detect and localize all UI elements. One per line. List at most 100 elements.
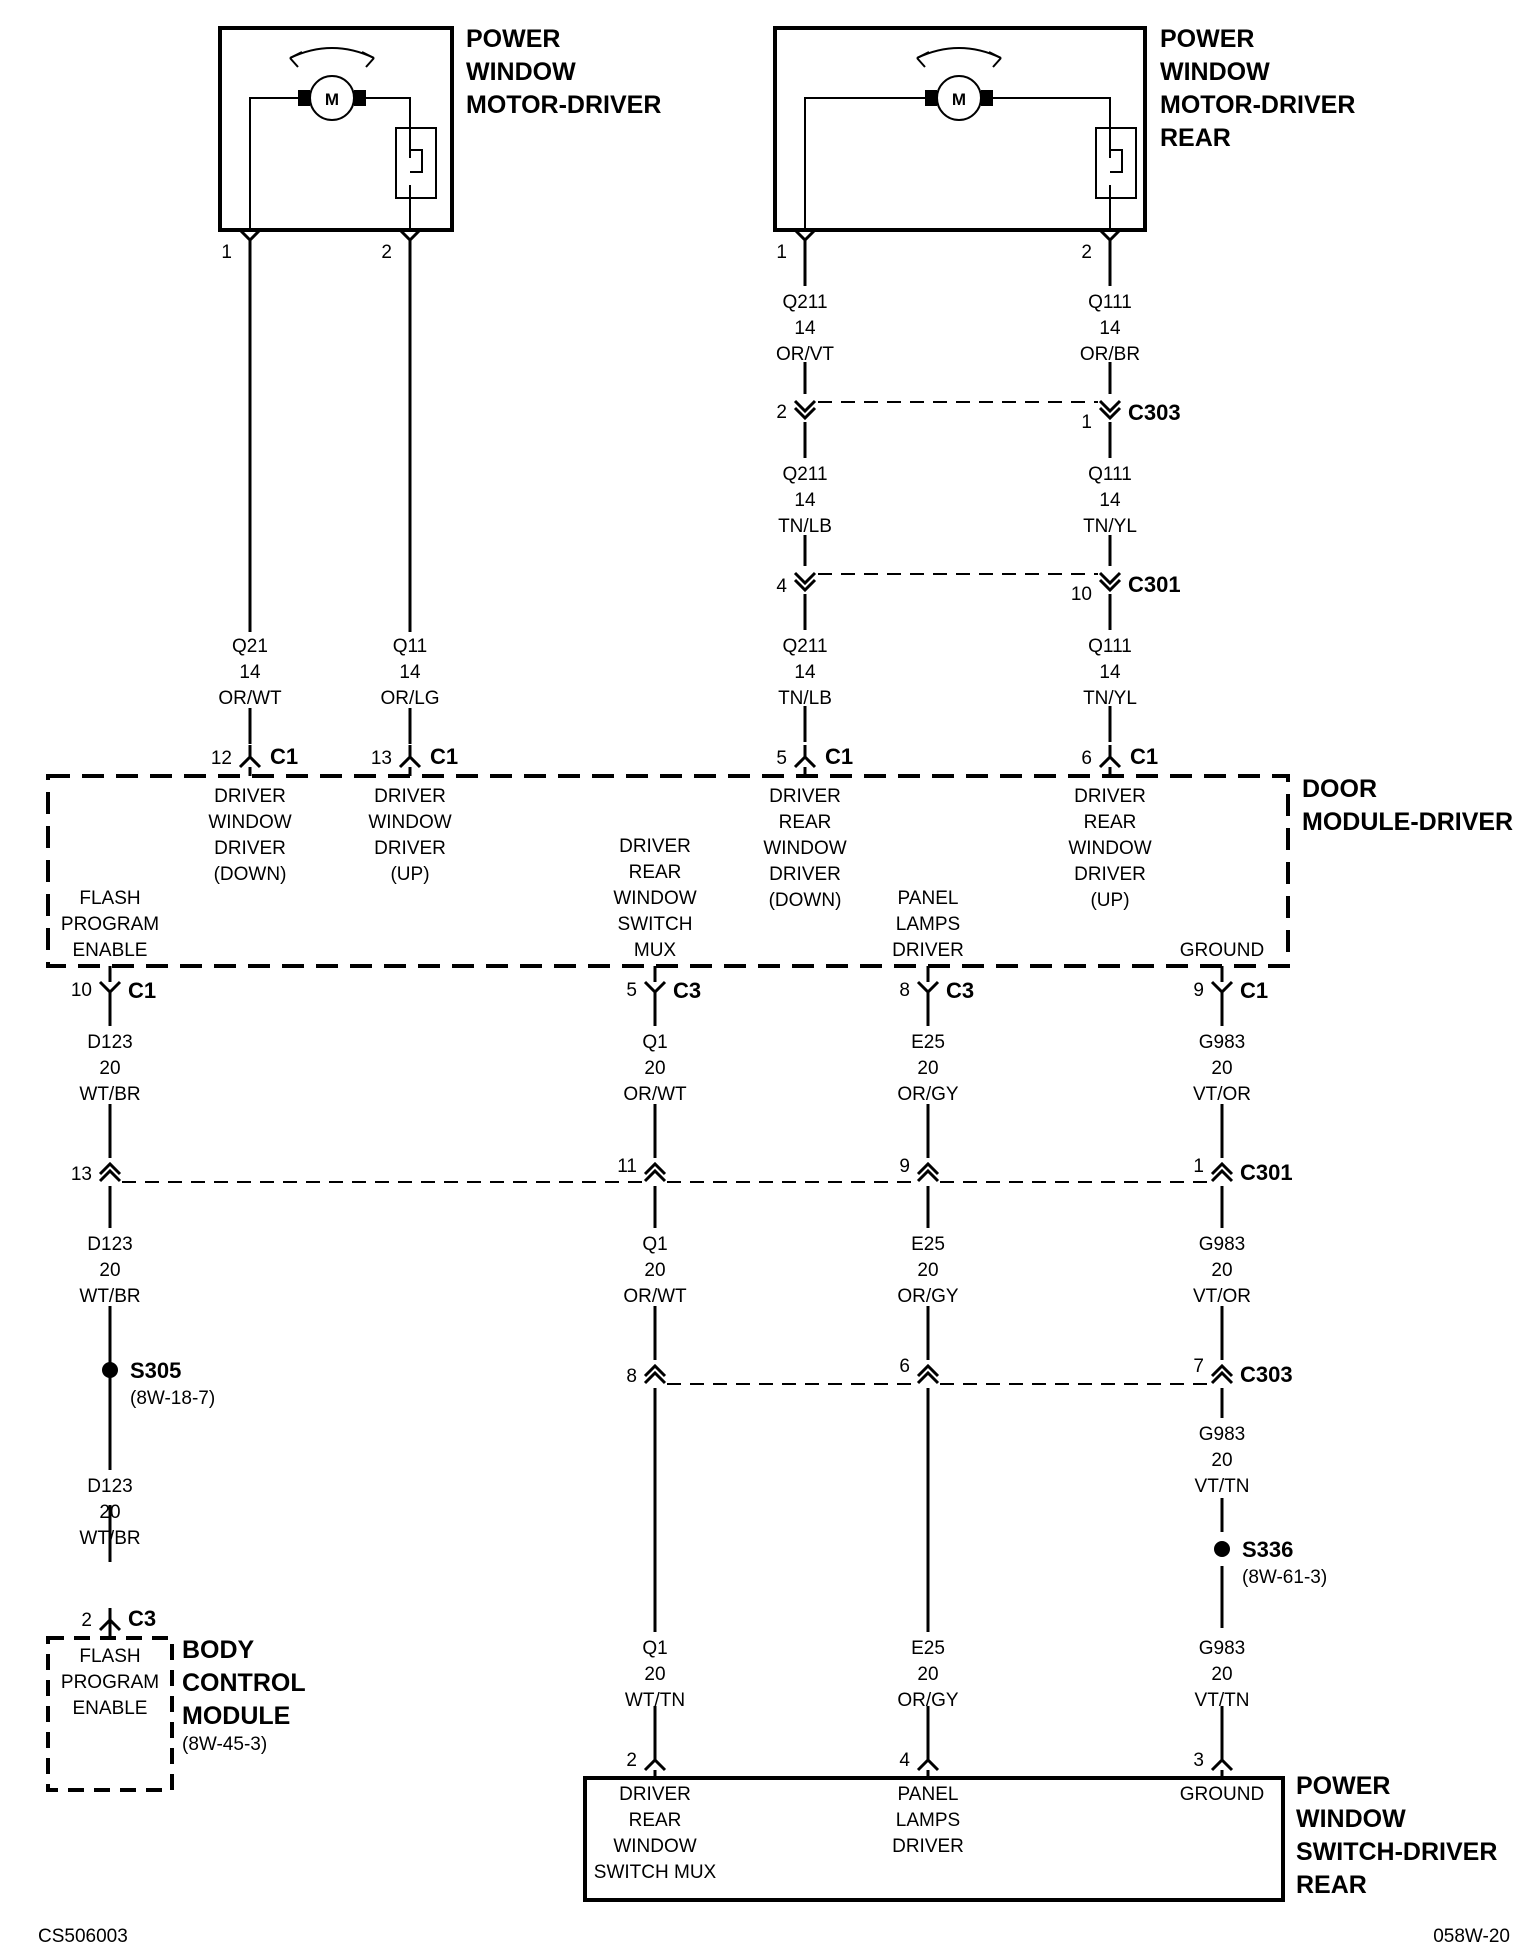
svg-text:GROUND: GROUND [1180, 1784, 1264, 1805]
svg-text:WT/BR: WT/BR [79, 1084, 140, 1105]
svg-text:12: 12 [211, 748, 232, 769]
component-title: SWITCH-DRIVER [1296, 1838, 1497, 1866]
motor-brush-left [925, 90, 937, 106]
svg-text:DRIVER: DRIVER [374, 786, 446, 807]
wire-label-g983-a: G983 20 VT/OR [1193, 1032, 1251, 1105]
svg-text:Q1: Q1 [642, 1638, 667, 1659]
svg-text:G983: G983 [1199, 1234, 1245, 1255]
svg-text:DRIVER: DRIVER [769, 864, 841, 885]
splice-s336: S336 (8W-61-3) [1214, 1537, 1327, 1588]
svg-text:OR/WT: OR/WT [623, 1084, 687, 1105]
splice-s305: S305 (8W-18-7) [102, 1358, 215, 1409]
svg-text:Q111: Q111 [1088, 464, 1132, 485]
svg-text:FLASH: FLASH [79, 888, 140, 909]
svg-text:WINDOW: WINDOW [368, 812, 451, 833]
svg-text:5: 5 [776, 748, 787, 769]
upper-wires [248, 252, 1112, 744]
circuit-breaker-icon [1095, 127, 1137, 199]
wire-label-q11: Q11 14 OR/LG [380, 636, 439, 709]
switch-connectors: 2 4 3 [626, 1746, 1234, 1778]
svg-text:C1: C1 [430, 744, 458, 769]
svg-text:WINDOW: WINDOW [613, 1836, 696, 1857]
wire-label-q111-c: Q111 14 TN/YL [1083, 636, 1137, 709]
motor-brush-right [354, 90, 366, 106]
svg-text:G983: G983 [1199, 1424, 1245, 1445]
svg-text:LAMPS: LAMPS [896, 1810, 960, 1831]
svg-text:2: 2 [776, 402, 787, 423]
svg-text:Q111: Q111 [1088, 292, 1132, 313]
svg-text:E25: E25 [911, 1032, 945, 1053]
component-title: CONTROL [182, 1669, 306, 1697]
door-module-bottom-connectors: 10 C1 5 C3 8 C3 9 C1 [71, 966, 1268, 1006]
svg-text:ENABLE: ENABLE [73, 940, 148, 961]
function-panel-lamps: PANEL LAMPS DRIVER [892, 888, 964, 961]
bcm-connector: 2 C3 [81, 1606, 156, 1632]
svg-text:D123: D123 [87, 1234, 132, 1255]
svg-text:C1: C1 [825, 744, 853, 769]
svg-text:PROGRAM: PROGRAM [61, 1672, 159, 1693]
svg-text:(8W-45-3): (8W-45-3) [182, 1734, 267, 1755]
svg-text:14: 14 [794, 490, 816, 511]
svg-text:7: 7 [1193, 1356, 1204, 1377]
figure-id-left: CS506003 [38, 1926, 128, 1947]
svg-text:OR/WT: OR/WT [218, 688, 282, 709]
svg-text:OR/BR: OR/BR [1080, 344, 1140, 365]
svg-text:6: 6 [1081, 748, 1092, 769]
svg-text:REAR: REAR [1084, 812, 1137, 833]
svg-text:DRIVER: DRIVER [374, 838, 446, 859]
wire-label-g983-d: G983 20 VT/TN [1195, 1638, 1250, 1711]
svg-text:3: 3 [1193, 1750, 1204, 1771]
svg-text:Q111: Q111 [1088, 636, 1132, 657]
svg-text:20: 20 [1211, 1260, 1232, 1281]
component-title: MODULE [182, 1702, 290, 1730]
svg-text:G983: G983 [1199, 1032, 1245, 1053]
svg-text:PROGRAM: PROGRAM [61, 914, 159, 935]
svg-text:14: 14 [239, 662, 261, 683]
pin-number: 2 [1081, 242, 1092, 263]
pin-number: 1 [221, 242, 232, 263]
svg-text:(UP): (UP) [1090, 890, 1129, 911]
svg-text:VT/OR: VT/OR [1193, 1084, 1251, 1105]
svg-text:WINDOW: WINDOW [763, 838, 846, 859]
splice-dot [1214, 1541, 1230, 1557]
component-title: BODY [182, 1636, 255, 1664]
svg-text:(DOWN): (DOWN) [769, 890, 842, 911]
svg-text:20: 20 [644, 1664, 665, 1685]
svg-text:13: 13 [371, 748, 392, 769]
svg-text:14: 14 [794, 318, 816, 339]
wire-label-q211-c: Q211 14 TN/LB [778, 636, 832, 709]
svg-text:14: 14 [1099, 318, 1121, 339]
component-title: REAR [1160, 124, 1231, 152]
pin-number: 1 [776, 242, 787, 263]
svg-text:WINDOW: WINDOW [613, 888, 696, 909]
component-title: POWER [466, 25, 560, 53]
component-title: POWER [1160, 25, 1254, 53]
svg-text:OR/VT: OR/VT [776, 344, 834, 365]
svg-text:8: 8 [626, 1366, 637, 1387]
svg-text:(8W-18-7): (8W-18-7) [130, 1388, 215, 1409]
svg-text:WT/BR: WT/BR [79, 1528, 140, 1549]
door-module-top-connectors: 12 C1 13 C1 5 C1 6 C1 [211, 743, 1158, 776]
svg-text:C303: C303 [1128, 400, 1181, 425]
svg-text:20: 20 [99, 1502, 120, 1523]
function-switch-mux: DRIVER REAR WINDOW SWITCH MUX [613, 836, 696, 961]
svg-text:DRIVER: DRIVER [1074, 864, 1146, 885]
svg-text:C3: C3 [673, 978, 701, 1003]
svg-text:Q1: Q1 [642, 1032, 667, 1053]
splice-dot [102, 1362, 118, 1378]
wire-label-q211-a: Q211 14 OR/VT [776, 292, 834, 365]
svg-text:Q211: Q211 [782, 292, 827, 313]
component-title: MOTOR-DRIVER [466, 91, 661, 119]
svg-text:WINDOW: WINDOW [208, 812, 291, 833]
svg-text:C1: C1 [1130, 744, 1158, 769]
component-title: DOOR [1302, 775, 1377, 803]
svg-text:FLASH: FLASH [79, 1646, 140, 1667]
svg-text:MUX: MUX [634, 940, 677, 961]
pin-number: 2 [381, 242, 392, 263]
svg-text:20: 20 [1211, 1664, 1232, 1685]
wire-label-q111-a: Q111 14 OR/BR [1080, 292, 1140, 365]
svg-text:4: 4 [899, 1750, 910, 1771]
svg-text:Q11: Q11 [393, 636, 428, 657]
svg-text:E25: E25 [911, 1638, 945, 1659]
svg-text:S336: S336 [1242, 1537, 1293, 1562]
